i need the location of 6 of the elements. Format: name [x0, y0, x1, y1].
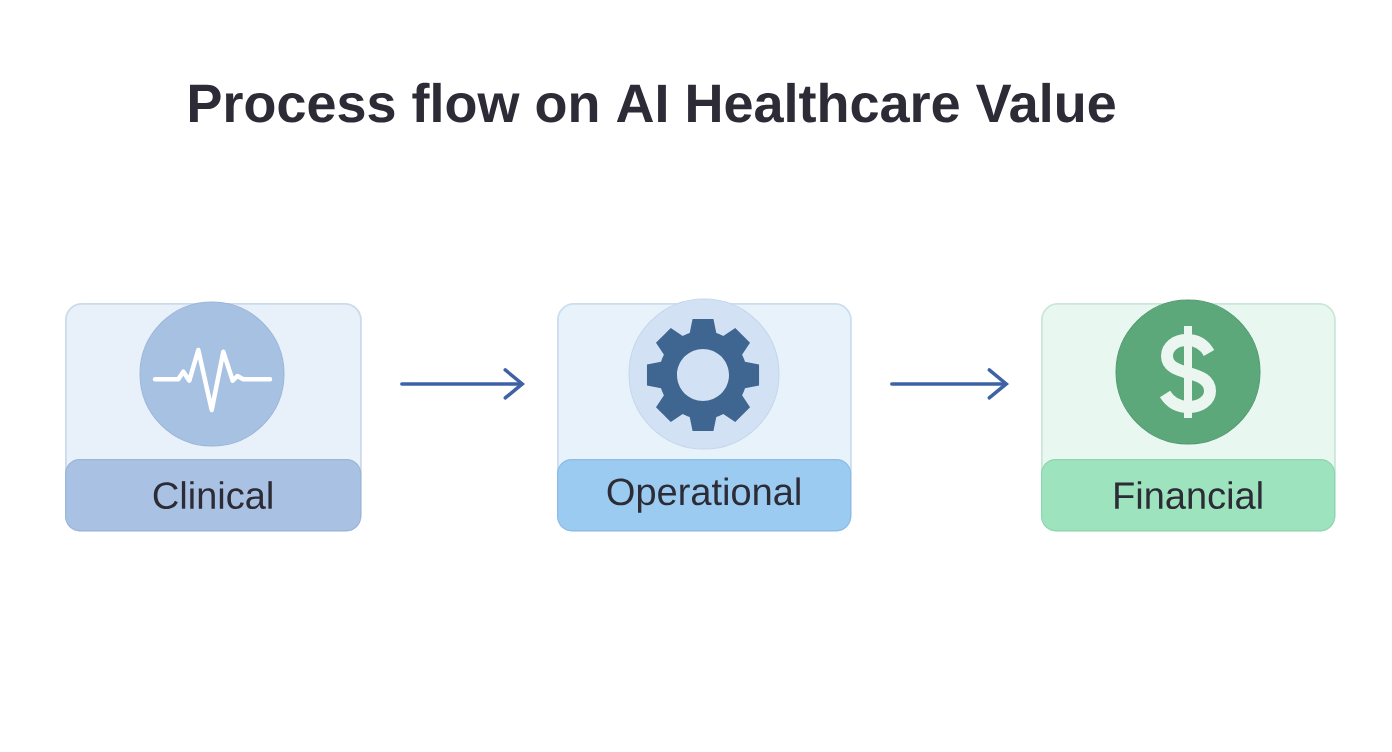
arrow — [400, 368, 525, 400]
label-band: Financial — [1041, 459, 1336, 532]
arrow — [890, 368, 1009, 400]
label-band: Operational — [557, 459, 852, 532]
label-band: Clinical — [65, 459, 362, 532]
title: Process flow on AI Healthcare Value — [190, 82, 1115, 123]
